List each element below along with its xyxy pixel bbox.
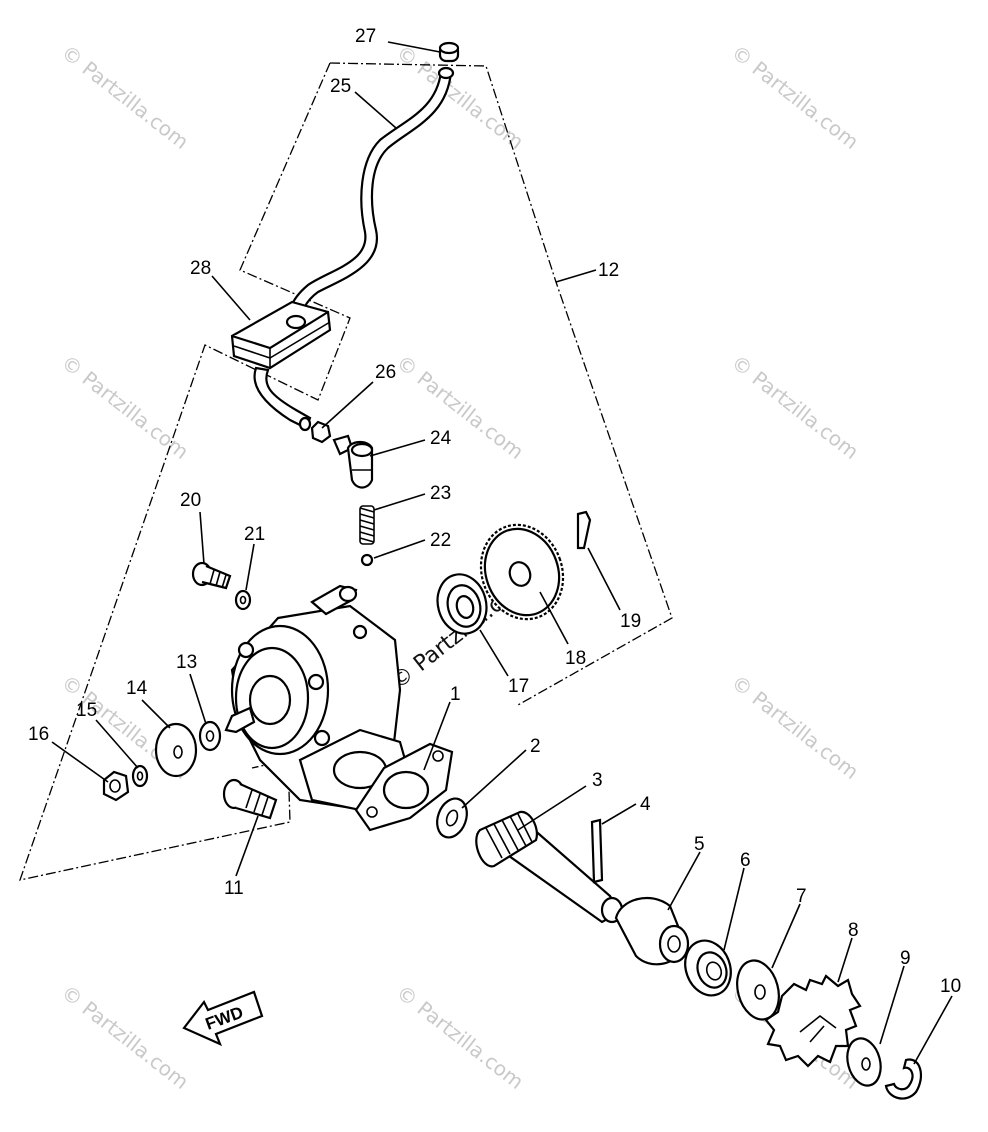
callout-13: 13 xyxy=(176,652,197,673)
nut-part-26 xyxy=(310,420,332,444)
callout-12: 12 xyxy=(598,260,619,281)
gear-part-8 xyxy=(764,974,862,1068)
watermark: © Partzilla.com xyxy=(727,670,863,784)
watermark: © Partzilla.com xyxy=(57,350,193,464)
gasket-part-1 xyxy=(354,742,454,832)
spring-part-23 xyxy=(359,505,375,545)
seal-part-6 xyxy=(684,939,732,997)
callout-26: 26 xyxy=(375,362,396,383)
callout-18: 18 xyxy=(565,648,586,669)
callout-28: 28 xyxy=(190,258,211,279)
callout-25: 25 xyxy=(330,76,351,97)
callout-24: 24 xyxy=(430,428,452,449)
pin-part-19 xyxy=(576,510,592,550)
callout-10: 10 xyxy=(940,976,961,997)
callout-7: 7 xyxy=(796,886,807,907)
callout-1: 1 xyxy=(450,684,461,705)
watermark: © Partzilla.com xyxy=(392,40,528,154)
callout-22: 22 xyxy=(430,530,451,551)
bolt-part-20 xyxy=(191,561,232,590)
callout-15: 15 xyxy=(76,700,97,721)
bolt-part-11 xyxy=(222,778,278,820)
watermark-layer: © Partzilla.com © Partzilla.com © Partzi… xyxy=(57,40,863,1094)
watermark: © Partzilla.com xyxy=(727,350,863,464)
washer-part-21 xyxy=(234,589,252,611)
ball-part-22 xyxy=(360,553,374,567)
washer-part-2 xyxy=(436,797,468,839)
pipe-part-25 xyxy=(287,66,455,337)
callout-17: 17 xyxy=(508,676,529,697)
callout-14: 14 xyxy=(126,678,148,699)
fwd-arrow-icon: FWD xyxy=(182,990,264,1047)
grommet-part-28 xyxy=(230,300,332,370)
watermark: © Partzilla.com xyxy=(57,980,193,1094)
callout-3: 3 xyxy=(592,770,603,791)
pin-part-4 xyxy=(590,818,604,884)
callout-20: 20 xyxy=(180,490,201,511)
callout-9: 9 xyxy=(900,948,911,969)
watermark: © Partzilla.com xyxy=(57,40,193,154)
nut-part-16 xyxy=(102,770,130,802)
collar-part-5 xyxy=(614,896,690,966)
leader-lines xyxy=(51,41,953,1065)
callout-4: 4 xyxy=(640,794,651,815)
cap-part-27 xyxy=(438,41,460,63)
callout-23: 23 xyxy=(430,483,451,504)
clip-part-10 xyxy=(884,1058,923,1100)
callout-labels: 27 25 28 12 26 24 23 22 20 21 19 18 17 1… xyxy=(28,26,961,997)
callout-5: 5 xyxy=(694,834,705,855)
fitting-part-24 xyxy=(332,434,374,489)
pipe-lower-segment xyxy=(253,366,312,432)
callout-19: 19 xyxy=(620,611,641,632)
callout-16: 16 xyxy=(28,724,49,745)
watermark: © Partzilla.com xyxy=(392,980,528,1094)
callout-6: 6 xyxy=(740,850,751,871)
washer-part-13 xyxy=(198,720,222,752)
oil-pump-body xyxy=(224,584,410,812)
callout-21: 21 xyxy=(244,524,265,545)
watermark: © Partzilla.com xyxy=(727,40,863,154)
callout-11: 11 xyxy=(224,878,244,899)
washer-part-15 xyxy=(131,764,149,788)
watermark: © Partzilla.com xyxy=(392,350,528,464)
callout-8: 8 xyxy=(848,920,859,941)
washer-part-9 xyxy=(846,1037,882,1087)
callout-27: 27 xyxy=(355,26,376,47)
callout-2: 2 xyxy=(530,736,541,757)
washer-part-14 xyxy=(154,722,198,778)
bearing-part-17 xyxy=(436,573,488,635)
